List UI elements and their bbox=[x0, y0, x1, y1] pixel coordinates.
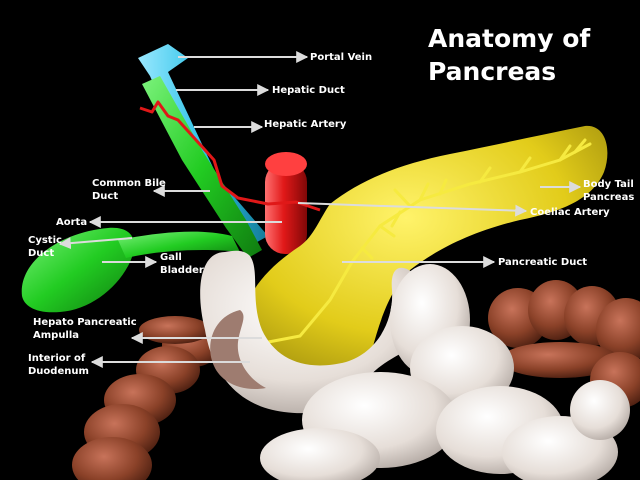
label-coeliac-artery: Coeliac Artery bbox=[530, 207, 610, 218]
aorta bbox=[265, 152, 307, 254]
label-body-tail-line2: Pancreas bbox=[583, 192, 635, 203]
label-aorta: Aorta bbox=[56, 217, 88, 228]
label-cystic-duct-line2: Duct bbox=[28, 248, 55, 259]
label-gall-bladder-line2: Bladder bbox=[160, 265, 204, 276]
portal-vein bbox=[138, 44, 268, 246]
label-portal-vein: Portal Vein bbox=[310, 52, 373, 63]
label-pancreatic-duct: Pancreatic Duct bbox=[498, 257, 588, 268]
label-gall-bladder: Gall Bladder bbox=[160, 251, 204, 277]
label-body-tail-line1: Body Tail bbox=[583, 179, 634, 190]
arrow-cystic-duct bbox=[58, 237, 133, 250]
annotation-arrows bbox=[58, 51, 582, 368]
small-intestine bbox=[200, 250, 630, 480]
diagram-title: Anatomy of Pancreas bbox=[428, 22, 628, 88]
label-common-bile-duct-line1: Common Bile bbox=[92, 178, 166, 189]
common-bile-duct bbox=[142, 76, 262, 258]
label-interior-of-duodenum: Interior of Duodenum bbox=[28, 352, 89, 378]
label-hepato-ampulla-line1: Hepato Pancreatic bbox=[33, 317, 137, 328]
label-hepatic-artery: Hepatic Artery bbox=[264, 119, 347, 130]
label-common-bile-duct-line2: Duct bbox=[92, 191, 119, 202]
label-cystic-duct: Cystic Duct bbox=[28, 234, 62, 260]
label-hepatic-duct: Hepatic Duct bbox=[272, 85, 345, 96]
title-line-1: Anatomy of bbox=[428, 24, 591, 53]
label-interior-duodenum-line2: Duodenum bbox=[28, 366, 89, 377]
gall-bladder bbox=[21, 227, 240, 313]
colon-left bbox=[488, 280, 640, 408]
label-hepato-ampulla-line2: Ampulla bbox=[33, 330, 80, 341]
label-body-tail-pancreas: Body Tail Pancreas bbox=[583, 178, 634, 204]
hepatic-artery bbox=[139, 100, 321, 212]
title-line-2: Pancreas bbox=[428, 57, 557, 86]
label-gall-bladder-line1: Gall bbox=[160, 252, 182, 263]
hepato-pancreatic-ampulla bbox=[210, 310, 266, 390]
arrow-coeliac-artery bbox=[297, 202, 528, 217]
label-hepato-pancreatic-ampulla: Hepato Pancreatic Ampulla bbox=[33, 316, 137, 342]
pancreas bbox=[241, 125, 608, 389]
pancreatic-duct bbox=[256, 138, 592, 346]
label-common-bile-duct: Common Bile Duct bbox=[92, 177, 166, 203]
label-cystic-duct-line1: Cystic bbox=[28, 235, 62, 246]
label-interior-duodenum-line1: Interior of bbox=[28, 353, 86, 364]
